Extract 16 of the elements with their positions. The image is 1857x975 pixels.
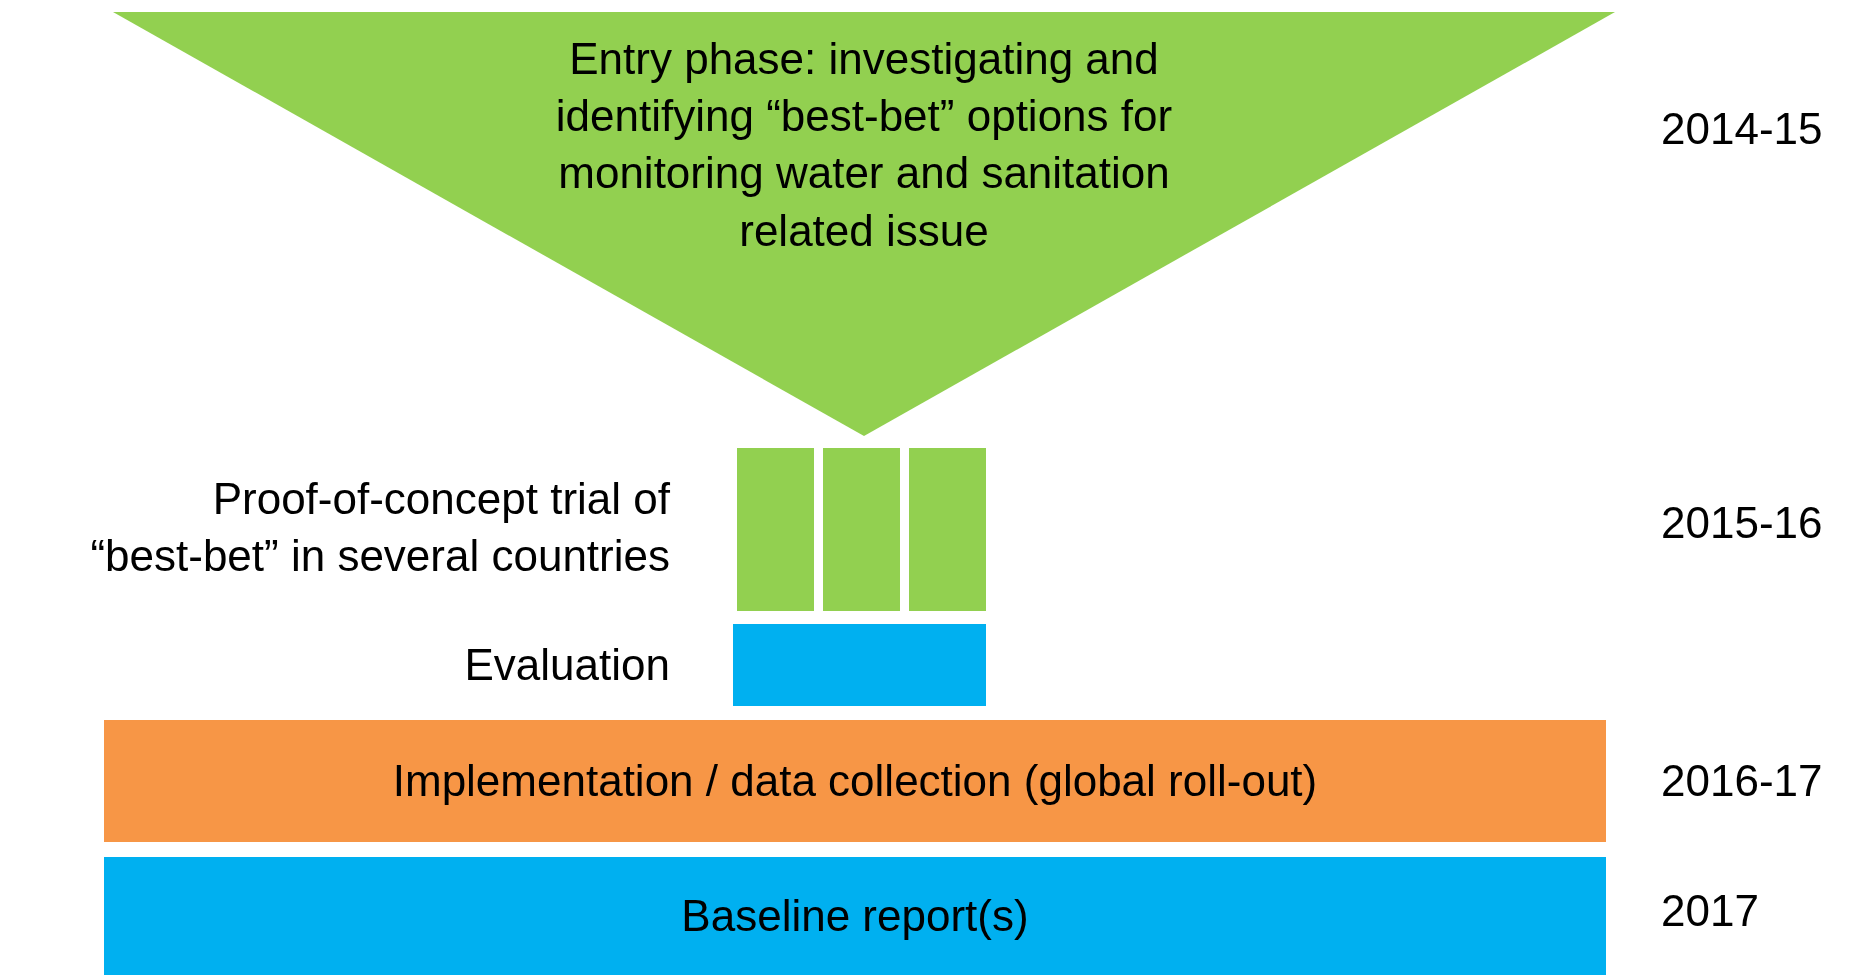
phase-label: Proof-of-concept trial of “best-bet” in several countries <box>90 473 670 583</box>
year-label: 2016-17 <box>1661 755 1824 807</box>
implementation-band <box>104 720 1606 842</box>
year-label: 2014-15 <box>1661 103 1824 155</box>
evaluation-bar <box>733 624 986 706</box>
phase-text: Entry phase: investigating and identifying “best-bet” options for monitoring water and sanitation related issue <box>554 33 1174 257</box>
band-text: Implementation / data collection (global roll-out) <box>391 755 1319 808</box>
trial-box <box>909 448 986 611</box>
phase-label: Evaluation <box>463 639 670 691</box>
phase-triangle <box>113 12 1615 436</box>
trial-box <box>823 448 900 611</box>
year-label: 2017 <box>1661 885 1760 937</box>
year-label: 2015-16 <box>1661 497 1824 549</box>
report-band <box>104 857 1606 975</box>
band-text: Baseline report(s) <box>680 890 1030 943</box>
trial-box <box>737 448 814 611</box>
